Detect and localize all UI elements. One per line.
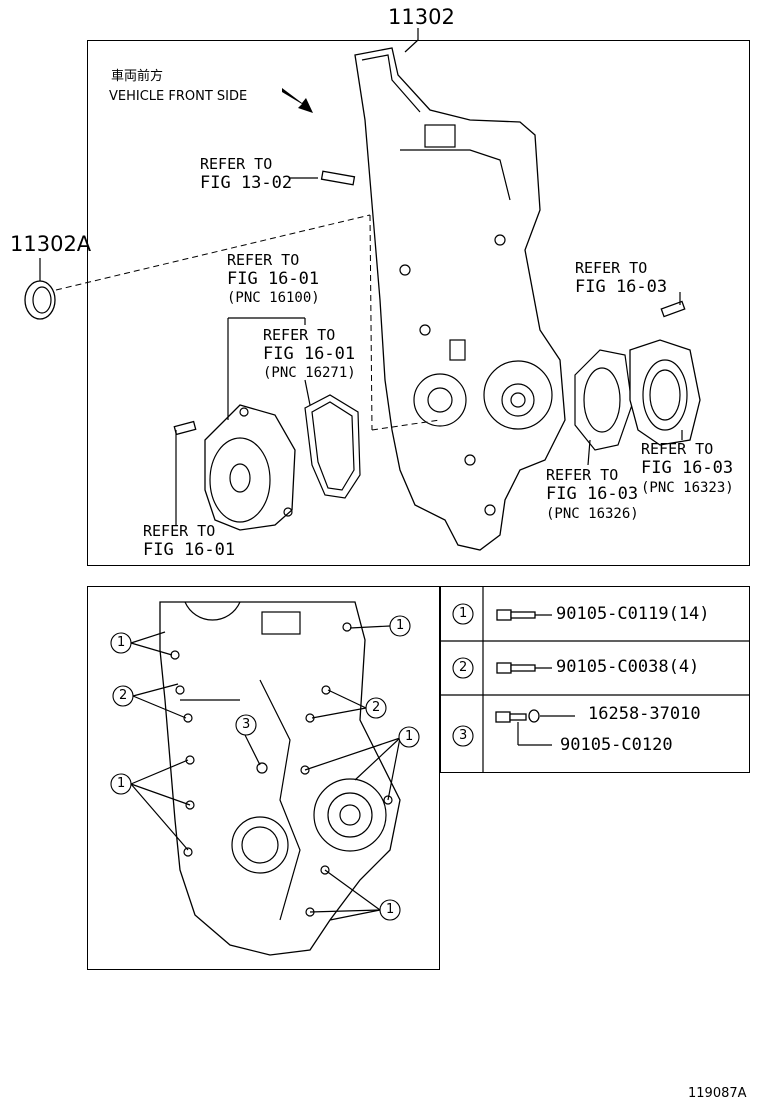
bolt-icon (496, 662, 552, 674)
callout-label: 1 (405, 729, 414, 744)
front-direction-arrow (282, 88, 313, 113)
seal-part-number[interactable]: 11302A (10, 232, 92, 256)
water-pump (204, 404, 296, 531)
ref-pnc-16271: (PNC 16271) (263, 365, 356, 381)
legend-part-3a[interactable]: 16258-37010 (588, 704, 701, 724)
ref-pnc-16100: (PNC 16100) (227, 290, 320, 306)
ref-fig-13-02[interactable]: FIG 13-02 (200, 173, 293, 193)
ref-fig-16-01-gasket[interactable]: FIG 16-01 (263, 344, 356, 364)
ref-fig-16-03-bolt[interactable]: FIG 16-03 (575, 277, 668, 297)
ref-pnc-16323: (PNC 16323) (641, 480, 734, 496)
ref-fig-13-02-line1: REFER TO (200, 155, 273, 173)
stud-bolt (320, 170, 356, 186)
direction-label-en: VEHICLE FRONT SIDE (109, 89, 248, 104)
bolt-icon (496, 609, 552, 621)
callout-label: 1 (396, 618, 405, 633)
fastener-legend-table (440, 586, 750, 773)
callout-label: 3 (242, 717, 251, 732)
oil-seal (24, 280, 56, 320)
legend-num-2: 2 (459, 660, 468, 675)
cover-bolt-layout-drawing (159, 601, 401, 956)
timing-chain-cover (354, 47, 566, 551)
direction-label-jp: 車両前方 (111, 69, 164, 84)
ref-pnc-16326: (PNC 16326) (546, 506, 639, 522)
water-pump-bolt (173, 420, 197, 436)
ref-fig-16-03-outlet[interactable]: FIG 16-03 (641, 458, 734, 478)
ref-fig-16-01-pump[interactable]: FIG 16-01 (227, 269, 320, 289)
legend-part-2[interactable]: 90105-C0038(4) (556, 657, 700, 677)
water-outlet-bolt (660, 300, 686, 318)
water-outlet (629, 339, 701, 446)
main-part-number[interactable]: 11302 (388, 5, 455, 29)
callout-label: 1 (117, 635, 126, 650)
bolt-icon (495, 709, 575, 746)
legend-num-1: 1 (459, 606, 468, 621)
callout-label: 2 (119, 688, 128, 703)
ref-fig-16-03-outlet-line1: REFER TO (641, 440, 714, 458)
outlet-gasket (574, 349, 633, 451)
legend-part-1[interactable]: 90105-C0119(14) (556, 604, 710, 624)
ref-fig-16-03-gasket[interactable]: FIG 16-03 (546, 484, 639, 504)
ref-fig-16-01-bolt[interactable]: FIG 16-01 (143, 540, 236, 560)
callout-label: 1 (386, 902, 395, 917)
figure-id: 119087A (688, 1086, 747, 1101)
ref-fig-16-01-bolt-line1: REFER TO (143, 522, 216, 540)
callout-label: 1 (117, 776, 126, 791)
ref-fig-16-03-gasket-line1: REFER TO (546, 466, 619, 484)
legend-num-3: 3 (459, 728, 468, 743)
upper-diagram-frame (87, 40, 750, 566)
ref-fig-16-01-pump-line1: REFER TO (227, 251, 300, 269)
ref-fig-16-01-gasket-line1: REFER TO (263, 326, 336, 344)
water-pump-gasket (304, 394, 361, 499)
lower-diagram-frame (87, 586, 440, 970)
ref-fig-16-03-bolt-line1: REFER TO (575, 259, 648, 277)
legend-part-3b[interactable]: 90105-C0120 (560, 735, 673, 755)
callout-label: 2 (372, 700, 381, 715)
